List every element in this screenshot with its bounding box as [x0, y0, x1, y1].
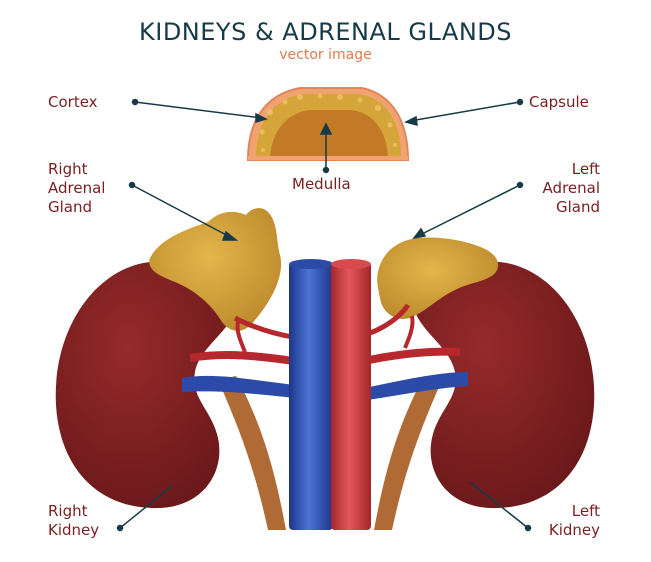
left-kidney	[411, 260, 595, 509]
pointer-lines	[116, 98, 532, 532]
left-renal-vein	[355, 372, 468, 402]
right-renal-artery	[189, 351, 301, 366]
left-kidney-label: Left Kidney	[548, 502, 600, 539]
cortex-label: Cortex	[48, 93, 98, 111]
diagram-title: KIDNEYS & ADRENAL GLANDS	[139, 18, 512, 46]
left-adrenal-gland	[377, 237, 499, 319]
cross-section	[246, 87, 410, 161]
right-kidney	[55, 260, 239, 509]
capsule-label: Capsule	[529, 93, 589, 111]
left-adrenal-gland-label: Left Adrenal Gland	[542, 160, 600, 216]
right-adrenal-gland	[149, 208, 282, 331]
right-adrenal-gland-label: Right Adrenal Gland	[48, 160, 106, 216]
right-renal-vein	[182, 375, 295, 398]
medulla-label: Medulla	[292, 175, 351, 193]
right-kidney-label: Right Kidney	[48, 502, 100, 539]
left-ureter	[374, 376, 442, 530]
inferior-vena-cava	[289, 262, 333, 530]
diagram-subtitle: vector image	[279, 47, 372, 63]
right-ureter	[218, 376, 286, 530]
aorta	[331, 262, 371, 530]
